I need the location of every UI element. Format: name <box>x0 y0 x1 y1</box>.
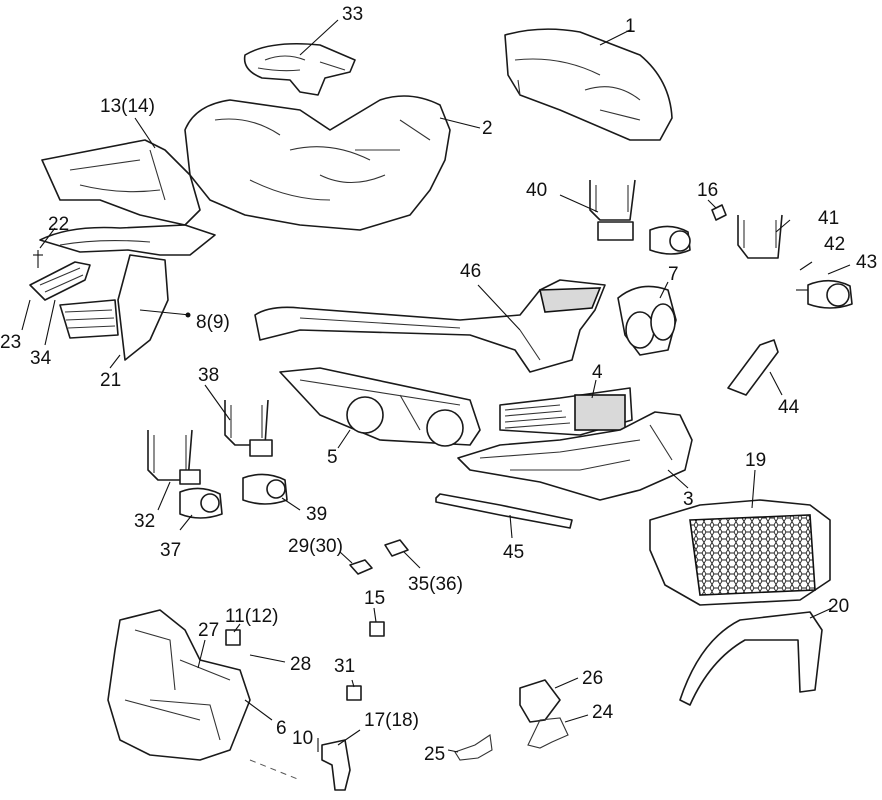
label-34: 34 <box>30 348 52 369</box>
part-35-bulb <box>384 539 421 569</box>
part-38-bracket <box>204 384 273 457</box>
label-22: 22 <box>48 214 69 235</box>
label-29-30: 29(30) <box>288 536 343 557</box>
part-32-bracket <box>147 429 201 511</box>
part-7-light-housing <box>617 281 677 356</box>
part-39-lamp <box>242 473 301 511</box>
part-29-connector <box>339 551 373 575</box>
label-27: 27 <box>198 620 219 641</box>
part-33-top-panel <box>243 19 356 96</box>
part-40-light-bracket <box>559 179 691 255</box>
part-24-bracket <box>527 714 589 749</box>
label-42: 42 <box>824 234 845 255</box>
label-19: 19 <box>745 450 766 471</box>
part-44-trim-strip <box>727 339 783 396</box>
part-25-bracket <box>447 734 493 761</box>
part-17-bracket <box>321 729 361 791</box>
part-37-lamp <box>179 487 223 531</box>
label-1: 1 <box>625 16 636 37</box>
part-26-bracket <box>519 677 579 723</box>
part-34-footrest <box>29 261 91 346</box>
label-16: 16 <box>697 180 718 201</box>
part-4-grille <box>499 379 633 436</box>
part-5-headlight-bezel <box>279 367 481 449</box>
part-23-screw <box>21 299 31 331</box>
label-37: 37 <box>160 540 181 561</box>
part-43-headlight <box>796 261 853 309</box>
part-8-fastener <box>139 309 191 318</box>
callout-labels: 1 2 3 4 5 6 7 8(9) 10 11(12) 13(14) 15 1… <box>0 4 877 765</box>
label-45: 45 <box>503 542 524 563</box>
label-21: 21 <box>100 370 121 391</box>
label-32: 32 <box>134 511 155 532</box>
label-8-9: 8(9) <box>196 312 230 333</box>
part-6-front-frame <box>107 609 273 761</box>
label-13-14: 13(14) <box>100 96 155 117</box>
part-16-clip <box>707 199 727 221</box>
label-4: 4 <box>592 362 603 383</box>
bottom-hint-lines <box>249 759 301 781</box>
label-40: 40 <box>526 180 547 201</box>
label-44: 44 <box>778 397 800 418</box>
part-31-switch <box>346 679 362 701</box>
part-21-footwell <box>39 224 216 369</box>
label-25: 25 <box>424 744 445 765</box>
part-27-bracket <box>197 639 206 669</box>
label-3: 3 <box>683 489 694 510</box>
label-7: 7 <box>668 264 679 285</box>
label-2: 2 <box>482 118 493 139</box>
label-6: 6 <box>276 718 287 739</box>
part-15-switch <box>369 607 385 637</box>
part-45-strip <box>435 493 573 539</box>
label-24: 24 <box>592 702 614 723</box>
part-2-front-fender <box>184 95 481 231</box>
part-28-screw <box>249 654 286 663</box>
label-26: 26 <box>582 668 603 689</box>
label-38: 38 <box>198 365 219 386</box>
part-20-rear-arch <box>679 607 833 706</box>
label-43: 43 <box>856 252 877 273</box>
label-46: 46 <box>460 261 481 282</box>
label-10: 10 <box>292 728 313 749</box>
part-41-light-bracket <box>737 214 791 259</box>
part-19-mesh-panel <box>649 469 831 606</box>
part-22-bolt <box>33 227 56 268</box>
label-20: 20 <box>828 596 849 617</box>
label-17-18: 17(18) <box>364 710 419 731</box>
part-13-side-panel <box>41 117 201 226</box>
label-28: 28 <box>290 654 311 675</box>
label-33: 33 <box>342 4 363 25</box>
part-1-cover <box>504 28 673 141</box>
label-41: 41 <box>818 208 839 229</box>
label-39: 39 <box>306 504 327 525</box>
part-3-lower-frame <box>457 411 693 501</box>
label-5: 5 <box>327 447 338 468</box>
part-11-bolt <box>225 623 241 646</box>
label-11-12: 11(12) <box>225 606 279 627</box>
label-15: 15 <box>364 588 385 609</box>
label-35-36: 35(36) <box>408 574 463 595</box>
label-31: 31 <box>334 656 355 677</box>
part-46-bumper-cover <box>254 279 606 373</box>
label-23: 23 <box>0 332 21 353</box>
